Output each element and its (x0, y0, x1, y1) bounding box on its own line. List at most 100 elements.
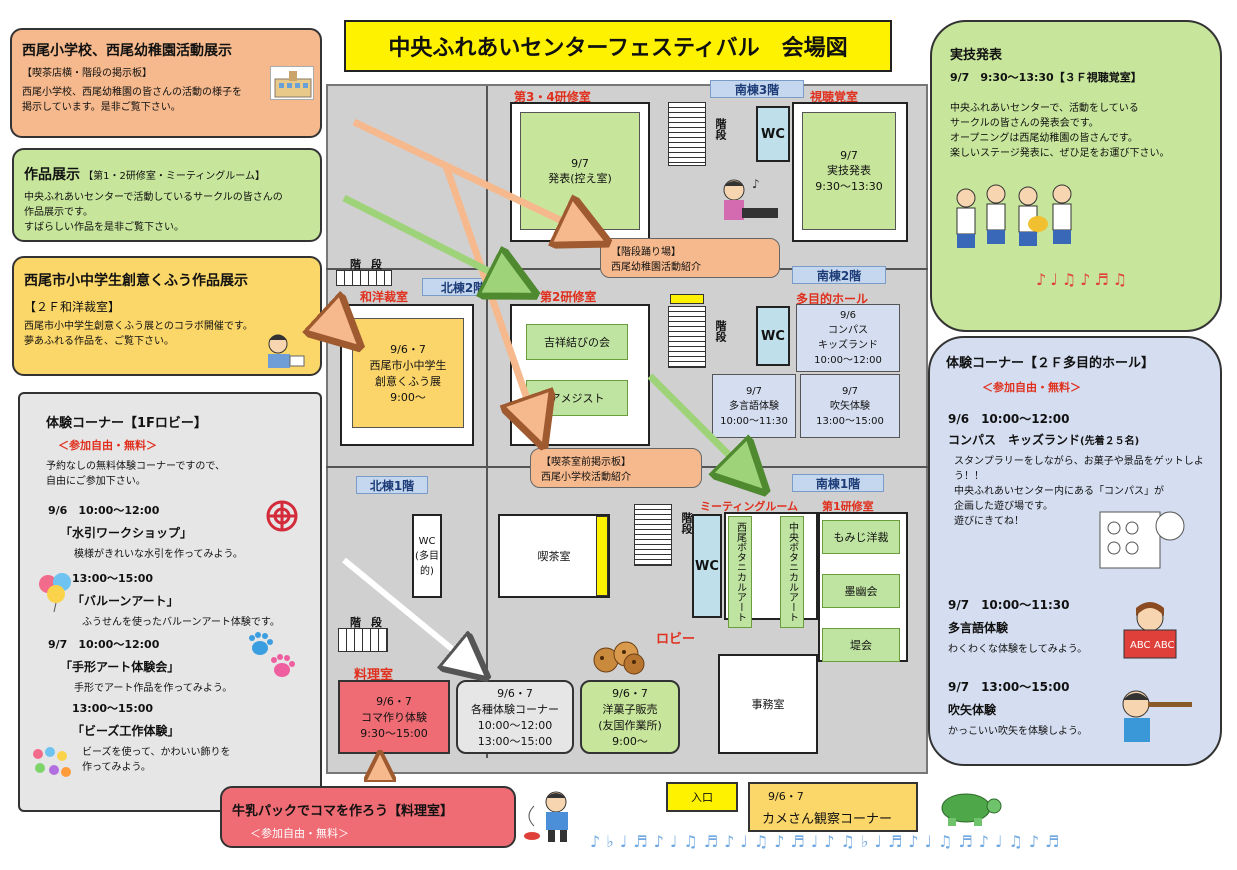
works-body: 中央ふれあいセンターで活動しているサークルの皆さんの 作品展示です。 すばらしい… (24, 192, 283, 233)
av-label: 視聴覚室 (810, 90, 859, 104)
south2-label: 南棟2階 (792, 266, 886, 284)
hall-item-desc: スタンプラリーをしながら、お菓子や景品をゲットしよう！！ 中央ふれあいセンター内… (954, 456, 1204, 527)
lobby-panel: 体験コーナー【1Fロビー】 ＜参加自由・無料＞ 予約なしの無料体験コーナーですの… (18, 392, 322, 812)
band-kids-icon (952, 180, 1084, 269)
arrow-school (442, 164, 540, 436)
entrance: 入口 (666, 782, 738, 812)
hall-item-desc: かっこいい吹矢を体験しよう。 (948, 726, 1088, 737)
wc-south1: WC (692, 514, 722, 618)
music-notes-decoration: ♪♭♩♬♪♩♫♬♪♩♫♪♬♩♪♫♭♩♬♪♩♫♬♪♩♫♪♬ (590, 832, 1066, 851)
lobby-free: ＜参加自由・無料＞ (58, 439, 157, 452)
lobby-item-desc: ふうせんを使ったバルーンアート体験です。 (82, 617, 280, 628)
sousou-panel: 西尾市小中学生創意くふう作品展示 【２Ｆ和洋裁室】 西尾市小中学生創意くふう展と… (12, 256, 322, 376)
washitsu-text: 9/6・7 西尾市小中学生 創意くふう展 9:00〜 (369, 343, 447, 404)
study1-group3: 堤会 (822, 628, 900, 662)
stage-time: 9/7 9:30〜13:30【３Ｆ視聴覚室】 (950, 71, 1142, 84)
stage-body: 中央ふれあいセンターで、活動をしている サークルの皆さんの発表会です。 オープニ… (950, 103, 1170, 159)
handprint-icon (246, 632, 296, 685)
corridor-divider (486, 86, 488, 758)
hall-compass: 9/6 コンパス キッズランド 10:00〜12:00 (796, 304, 900, 372)
lobby-label: ロビー (656, 632, 696, 647)
beads-icon (30, 746, 72, 785)
sousou-sub: 【２Ｆ和洋裁室】 (24, 300, 121, 314)
hall-item-name: コンパス キッズランド (948, 433, 1081, 447)
botanical1-text: 西尾ボタニカルアート (734, 522, 746, 622)
works-title: 作品展示 (24, 167, 80, 183)
wc-south2: WC (756, 306, 790, 366)
cooking-room: 9/6・7 コマ作り体験 9:30〜15:00 (338, 680, 450, 754)
hall-free: ＜参加自由・無料＞ (982, 381, 1081, 394)
hall-item-name: 吹矢体験 (948, 703, 997, 717)
lobby-item-time: 13:00〜15:00 (72, 572, 154, 585)
stairs-label: 階段 (350, 258, 392, 271)
cookies-icon (590, 640, 650, 679)
arrow-lobby (342, 557, 480, 672)
south3-label: 南棟3階 (710, 80, 804, 98)
milk-title: 牛乳パックでコマを作ろう【料理室】 (232, 804, 454, 819)
arrow-works (342, 194, 526, 290)
wc-south3: WC (756, 106, 790, 162)
stairs-south1 (634, 504, 672, 566)
study34-label: 第3・4研修室 (514, 90, 591, 104)
lobby-item-time: 13:00〜15:00 (72, 702, 154, 715)
hall-item-name: 多言語体験 (948, 621, 1009, 635)
svg-text:ABC: ABC (1154, 640, 1175, 651)
stage-panel: 実技発表 9/7 9:30〜13:30【３Ｆ視聴覚室】 中央ふれあいセンターで、… (930, 20, 1222, 332)
school-sub: 【喫茶店横・階段の掲示板】 (22, 68, 152, 79)
svg-text:♪: ♪ (752, 177, 760, 191)
study2-label: 第2研修室 (540, 290, 597, 304)
cafe-board-callout: 【喫茶室前掲示板】 西尾小学校活動紹介 (530, 448, 702, 488)
lobby-item-name: 「水引ワークショップ」 (60, 526, 193, 540)
lobby-intro: 予約なしの無料体験コーナーですので、 自由にご参加下さい。 (46, 461, 225, 487)
school-panel: 西尾小学校、西尾幼稚園活動展示 【喫茶店横・階段の掲示板】 西尾小学校、西尾幼稚… (10, 28, 322, 138)
botanical2: 中央ボタニカルアート (780, 516, 804, 628)
boy-top-icon (520, 786, 584, 847)
cafe-board-text: 【喫茶室前掲示板】 西尾小学校活動紹介 (541, 457, 631, 483)
arrow-school (352, 118, 598, 238)
wc-multi-text: WC (多目的) (415, 535, 439, 577)
cooking-text: 9/6・7 コマ作り体験 9:30〜15:00 (360, 695, 428, 740)
study1-group2: 墨幽会 (822, 574, 900, 608)
hall-item-desc: わくわくな体験をしてみよう。 (948, 644, 1088, 655)
av-text: 9/7 実技発表 9:30〜13:30 (815, 148, 883, 193)
lobby-item-time: 9/6 10:00〜12:00 (48, 504, 160, 517)
variety-text: 9/6・7 各種体験コーナー 10:00〜12:00 13:00〜15:00 (471, 687, 559, 748)
lobby-item-name: 「手形アート体験会」 (60, 660, 180, 674)
mizuhiki-icon (262, 498, 302, 537)
hall-item-note: (先着２５名) (1080, 436, 1140, 447)
lobby-title: 体験コーナー【1Fロビー】 (46, 416, 207, 431)
blowgun-boy-icon (1114, 684, 1194, 749)
lobby-item-desc: 手形でアート作品を作ってみよう。 (74, 683, 233, 694)
lobby-item-time: 9/7 10:00〜12:00 (48, 638, 160, 651)
lobby-item-desc: 模様がきれいな水引を作ってみよう。 (74, 549, 243, 560)
study1-label: 第1研修室 (822, 500, 874, 513)
works-panel: 作品展示 【第1・2研修室・ミーティングルーム】 中央ふれあいセンターで活動して… (12, 148, 322, 242)
hall-item-time: 9/6 10:00〜12:00 (948, 412, 1070, 426)
stairs-label: 階段 (680, 512, 693, 534)
turtle-panel: 9/6・7 カメさん観察コーナー (748, 782, 918, 832)
hall-label: 多目的ホール (796, 292, 869, 306)
lobby-item-name: 「バルーンアート」 (72, 594, 179, 608)
meeting-label: ミーティングルーム (700, 500, 799, 513)
arrow-sousou (326, 316, 352, 340)
cafe-yellow-marker (596, 516, 608, 596)
milk-free: ＜参加自由・無料＞ (250, 827, 349, 840)
office-room: 事務室 (718, 654, 818, 754)
hall-item-time: 9/7 13:00〜15:00 (948, 680, 1070, 694)
washitsu-inner: 9/6・7 西尾市小中学生 創意くふう展 9:00〜 (352, 318, 464, 428)
cooking-label: 料理室 (354, 668, 394, 683)
school-title: 西尾小学校、西尾幼稚園活動展示 (22, 43, 232, 59)
stairs-label: 階段 (350, 616, 392, 629)
hall-compass-text: 9/6 コンパス キッズランド 10:00〜12:00 (814, 310, 882, 366)
washitsu-label: 和洋裁室 (360, 290, 409, 304)
turtle-text: カメさん観察コーナー (762, 812, 893, 827)
entrance-text: 入口 (691, 791, 713, 804)
landing-text: 【階段踊り場】 西尾幼稚園活動紹介 (611, 247, 701, 273)
study34-text: 9/7 発表(控え室) (548, 156, 612, 185)
boy-drawing-icon (260, 330, 306, 370)
botanical1: 西尾ボタニカルアート (728, 516, 752, 628)
stairs-north1 (338, 628, 388, 652)
pianist-icon: ♪ (712, 174, 780, 227)
landing-callout: 【階段踊り場】 西尾幼稚園活動紹介 (600, 238, 780, 278)
cafe-text: 喫茶室 (537, 550, 571, 563)
